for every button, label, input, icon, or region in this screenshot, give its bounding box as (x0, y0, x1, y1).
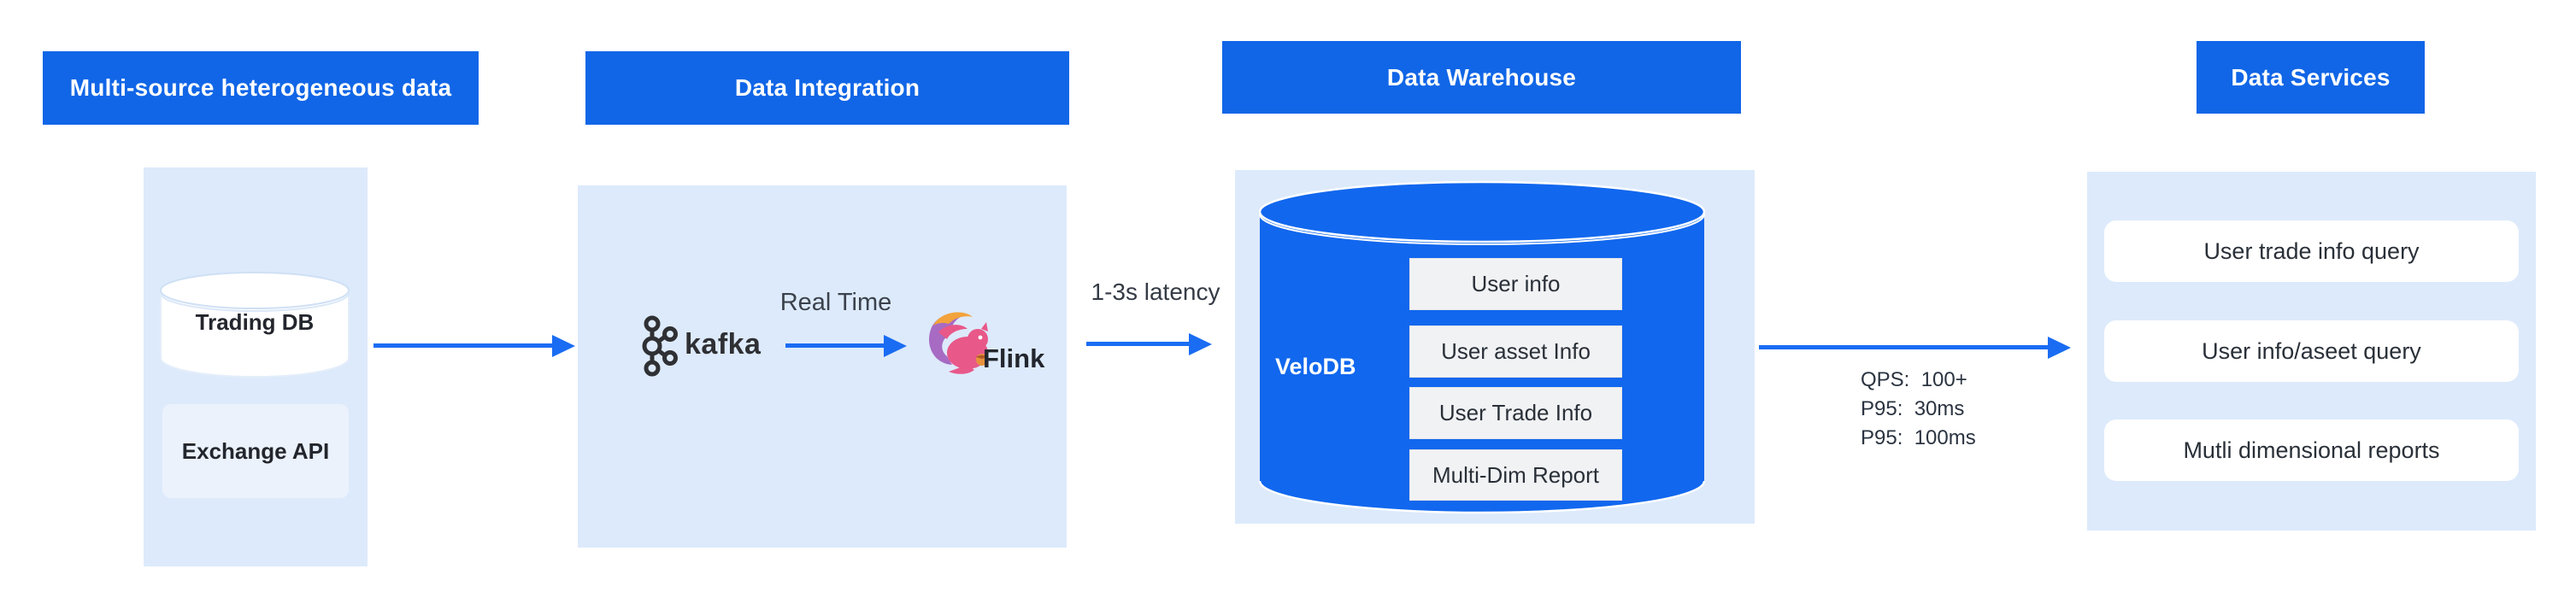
arrow-sources-to-integration (373, 343, 552, 348)
kafka-icon (642, 315, 678, 377)
warehouse-table-user-trade-info: User Trade Info (1409, 387, 1622, 439)
warehouse-table-label: User asset Info (1441, 338, 1591, 364)
arrow-kafka-to-flink-head (884, 335, 907, 357)
qps-line: P95: 30ms (1861, 397, 1965, 420)
arrow-warehouse-to-services (1759, 345, 2048, 349)
service-label: User info/aseet query (2202, 337, 2421, 364)
arrow-sources-to-integration-head (552, 335, 575, 357)
warehouse-table-multi-dim-report: Multi-Dim Report (1409, 449, 1622, 501)
service-label: User trade info query (2203, 238, 2420, 264)
qps-line: P95: 100ms (1861, 426, 1976, 449)
trading-db-cylinder (160, 272, 350, 378)
warehouse-table-label: User info (1471, 271, 1561, 296)
trading-db-label: Trading DB (195, 309, 315, 335)
header-data-warehouse-label: Data Warehouse (1386, 63, 1577, 91)
warehouse-table-user-info: User info (1409, 258, 1622, 310)
qps-metrics: QPS: 100+ P95: 30ms P95: 100ms (1861, 366, 1976, 453)
flink-label: Flink (983, 343, 1045, 373)
service-user-info-asset-query: User info/aseet query (2104, 320, 2519, 382)
qps-line: QPS: 100+ (1861, 368, 1967, 391)
flink-squirrel-icon (929, 312, 988, 374)
arrow-warehouse-to-services-head (2048, 337, 2071, 359)
header-data-warehouse: Data Warehouse (1222, 41, 1741, 114)
header-data-integration-label: Data Integration (734, 74, 920, 101)
header-multi-source: Multi-source heterogeneous data (43, 51, 479, 125)
service-label: Mutli dimensional reports (2183, 437, 2440, 463)
latency-label: 1-3s latency (1091, 279, 1220, 305)
realtime-label: Real Time (779, 289, 892, 316)
arrow-flink-to-warehouse-head (1189, 333, 1212, 355)
kafka-label: kafka (685, 328, 762, 361)
exchange-api-label: Exchange API (181, 437, 330, 464)
arrow-flink-to-warehouse (1086, 342, 1189, 346)
header-data-integration: Data Integration (585, 51, 1069, 125)
header-data-services-label: Data Services (2231, 63, 2391, 91)
warehouse-table-label: Multi-Dim Report (1432, 461, 1600, 488)
service-user-trade-info-query: User trade info query (2104, 220, 2519, 282)
warehouse-table-label: User Trade Info (1438, 400, 1593, 425)
exchange-api-box: Exchange API (162, 404, 349, 498)
service-multi-dimensional-reports: Mutli dimensional reports (2104, 419, 2519, 481)
header-data-services: Data Services (2197, 41, 2425, 114)
velodb-label: VeloDB (1275, 354, 1356, 379)
warehouse-table-user-asset-info: User asset Info (1409, 326, 1622, 378)
header-multi-source-label: Multi-source heterogeneous data (69, 74, 452, 101)
arrow-kafka-to-flink (785, 343, 884, 348)
